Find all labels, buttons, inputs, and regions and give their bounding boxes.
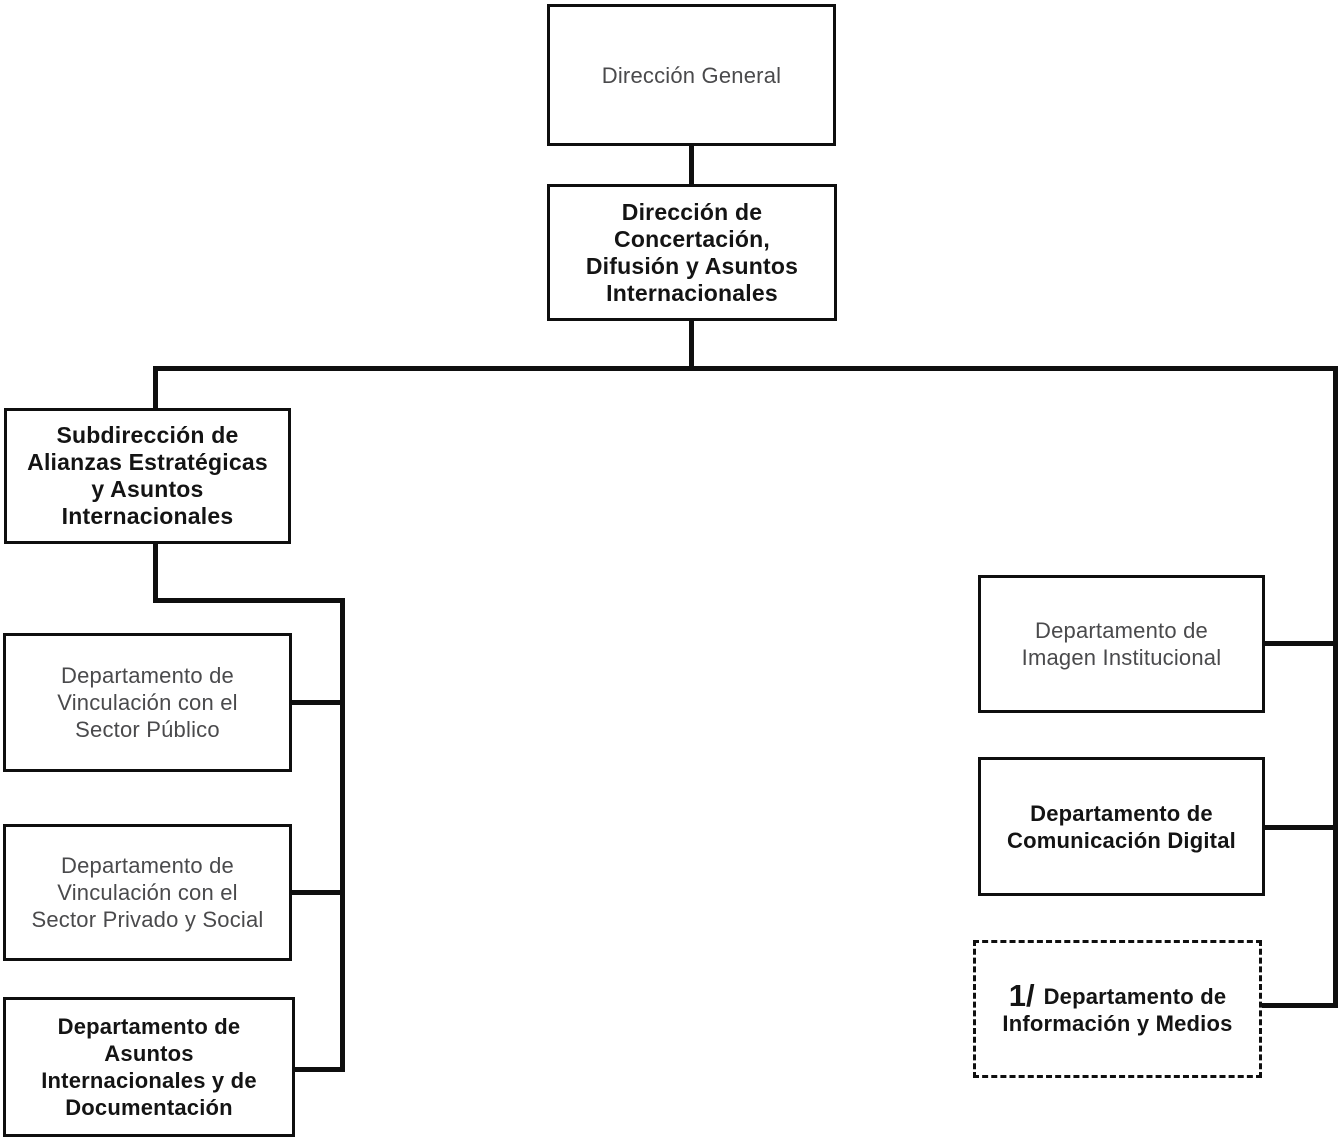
edge-stub-sector-privado — [290, 890, 342, 895]
edge-stub-asuntos-internacionales — [293, 1067, 342, 1072]
org-node-label: Dirección de Concertación, Difusión y As… — [585, 198, 799, 306]
org-node-depto-imagen-institucional: Departamento de Imagen Institucional — [978, 575, 1265, 713]
org-node-depto-vinculacion-sector-privado: Departamento de Vinculación con el Secto… — [3, 824, 292, 961]
org-node-direccion-general: Dirección General — [547, 4, 836, 146]
org-node-label: 1/Departamento de Información y Medios — [996, 980, 1238, 1037]
org-node-label: Subdirección de Alianzas Estratégicas y … — [27, 422, 268, 529]
org-node-label: Departamento de Asuntos Internacionales … — [41, 1014, 257, 1120]
edge-left-drop-to-subdireccion — [153, 366, 158, 410]
edge-dcdai-drop — [689, 319, 694, 371]
edge-main-horizontal — [153, 366, 1338, 371]
org-node-depto-asuntos-internacionales: Departamento de Asuntos Internacionales … — [3, 997, 295, 1137]
edge-left-trunk — [340, 598, 345, 1072]
org-node-depto-informacion-medios: 1/Departamento de Información y Medios — [973, 940, 1262, 1078]
org-node-depto-vinculacion-sector-publico: Departamento de Vinculación con el Secto… — [3, 633, 292, 772]
edge-stub-comunicacion-digital — [1263, 825, 1335, 830]
edge-right-trunk — [1333, 366, 1338, 1008]
edge-subdireccion-drop — [153, 541, 158, 603]
edge-dg-to-dcdai — [689, 146, 694, 186]
org-node-label-text: Departamento de Información y Medios — [1002, 983, 1233, 1036]
org-node-label: Departamento de Imagen Institucional — [1021, 618, 1222, 670]
edge-left-elbow-horizontal — [153, 598, 345, 603]
edge-stub-imagen-institucional — [1263, 641, 1335, 646]
edge-stub-informacion-medios — [1259, 1003, 1338, 1008]
org-node-label: Departamento de Vinculación con el Secto… — [57, 663, 238, 742]
org-node-direccion-concertacion: Dirección de Concertación, Difusión y As… — [547, 184, 837, 321]
org-node-subdireccion-alianzas: Subdirección de Alianzas Estratégicas y … — [4, 408, 291, 544]
org-node-depto-comunicacion-digital: Departamento de Comunicación Digital — [978, 757, 1265, 896]
edge-stub-sector-publico — [290, 700, 342, 705]
org-node-label: Dirección General — [601, 62, 782, 88]
org-node-label: Departamento de Vinculación con el Secto… — [31, 853, 264, 932]
org-node-label: Departamento de Comunicación Digital — [1007, 800, 1236, 853]
footnote-marker: 1/ — [1008, 977, 1035, 1013]
